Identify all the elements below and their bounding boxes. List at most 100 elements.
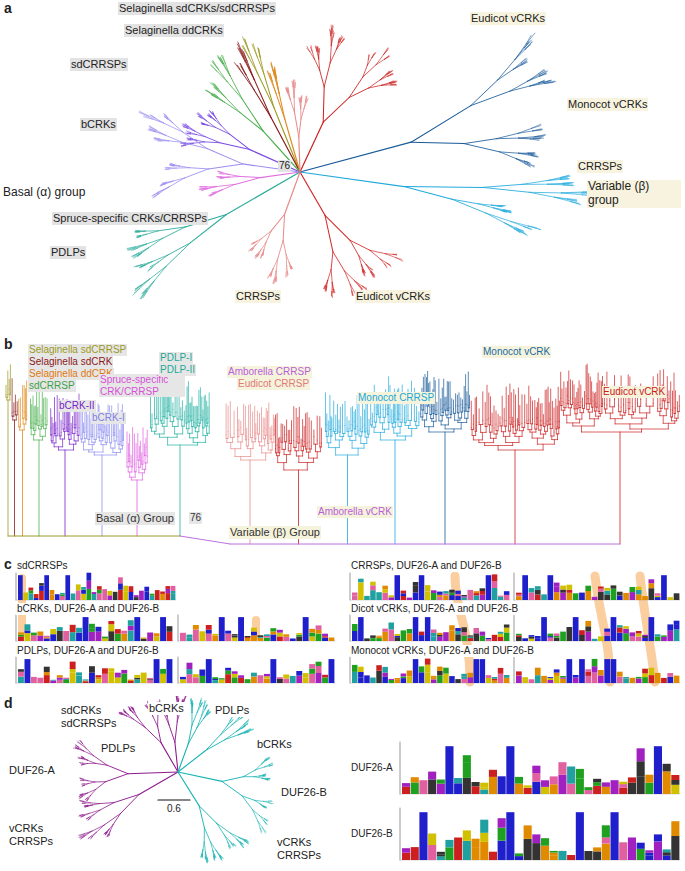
tree-branch — [235, 178, 261, 185]
tree-branch — [411, 106, 471, 143]
tree-branch — [505, 223, 516, 228]
tree-branch — [300, 102, 301, 109]
tree-branch — [161, 423, 164, 424]
tree-branch — [445, 432, 446, 544]
tree-branch — [301, 96, 303, 101]
tree-branch — [142, 473, 143, 480]
tree-branch — [252, 242, 254, 244]
tree-branch — [151, 428, 152, 432]
tree-branch — [383, 410, 384, 418]
tree-branch — [47, 399, 48, 421]
tree-branch — [195, 428, 196, 432]
tree-branch — [286, 273, 287, 277]
tree-branch — [292, 82, 293, 87]
tree-branch — [427, 371, 428, 394]
tree-branch — [68, 431, 69, 434]
tree-branch — [74, 434, 75, 441]
tree-branch — [374, 427, 375, 432]
tree-branch — [59, 450, 74, 451]
tree-branch — [135, 244, 147, 247]
tree-branch — [446, 415, 449, 416]
tree-branch — [351, 431, 352, 436]
tree-branch — [205, 420, 206, 426]
tree-branch — [268, 436, 269, 444]
tree-branch — [448, 418, 449, 425]
tree-branch — [355, 434, 356, 440]
tree-branch — [392, 427, 395, 428]
tree-branch — [316, 451, 321, 452]
tree-branch — [284, 449, 285, 454]
tree-branch — [515, 229, 520, 232]
tree-branch — [135, 231, 139, 232]
tree-branch — [324, 285, 325, 288]
unrooted-tree — [127, 25, 597, 300]
tree-branch — [261, 255, 262, 259]
tree-branch — [208, 114, 211, 117]
tree-branch — [318, 51, 320, 59]
tree-branch — [42, 436, 43, 440]
tree-branch — [316, 47, 317, 51]
tree-branch — [139, 231, 145, 232]
tree-branch — [198, 426, 199, 432]
tree-branch — [306, 449, 307, 452]
tree-branch — [73, 444, 74, 450]
tree-branch — [391, 410, 392, 420]
tree-branch — [58, 447, 59, 450]
tree-branch — [259, 430, 260, 434]
tree-branch — [172, 410, 173, 417]
tree-branch — [411, 142, 464, 143]
tree-branch — [205, 90, 213, 95]
tree-branch — [106, 443, 107, 445]
tree-branch — [150, 265, 153, 266]
tree-branch — [143, 428, 144, 461]
tree-branch — [304, 102, 306, 108]
tree-branch — [317, 51, 319, 59]
tree-branch — [266, 409, 267, 430]
tree-branch — [290, 267, 292, 269]
tree-branch — [39, 440, 40, 536]
tree-branch — [275, 271, 277, 278]
tree-branch — [505, 223, 515, 229]
tree-branch — [243, 37, 249, 51]
tree-branch — [234, 411, 235, 434]
tree-branch — [365, 400, 366, 429]
tree-branch — [486, 213, 511, 221]
tree-branch — [187, 138, 190, 139]
tree-branch — [388, 74, 394, 76]
tree-branch — [205, 124, 208, 126]
tree-branch — [128, 467, 129, 472]
tree-branch — [158, 191, 162, 193]
tree-branch — [200, 388, 201, 416]
tree-branch — [405, 436, 406, 440]
tree-branch — [195, 131, 205, 137]
tree-branch — [212, 117, 216, 120]
tree-branch — [342, 437, 343, 440]
tree-branch — [393, 254, 397, 256]
tree-branch — [271, 273, 272, 277]
tree-branch — [331, 418, 332, 431]
tree-branch — [62, 439, 63, 447]
tree-branch — [13, 411, 14, 416]
tree-branch — [247, 446, 248, 449]
tree-branch — [309, 442, 310, 449]
tree-branch — [404, 186, 482, 188]
tree-branch — [531, 126, 540, 129]
tree-branch — [433, 421, 434, 426]
tree-branch — [65, 450, 66, 536]
tree-branch — [193, 438, 194, 443]
tree-branch — [278, 438, 279, 447]
tree-branch — [39, 390, 40, 421]
tree-branch — [135, 285, 141, 290]
tree-branch — [84, 432, 85, 438]
tree-branch — [533, 130, 542, 132]
tree-branch — [446, 397, 447, 403]
tree-branch — [245, 40, 249, 51]
tree-branch — [182, 426, 183, 434]
tree-branch — [198, 419, 199, 423]
tree-branch — [268, 444, 269, 451]
tree-branch — [251, 243, 253, 245]
tree-branch — [47, 421, 48, 425]
tree-branch — [75, 441, 76, 444]
tree-branch — [548, 184, 564, 186]
tree-branch — [250, 249, 252, 251]
